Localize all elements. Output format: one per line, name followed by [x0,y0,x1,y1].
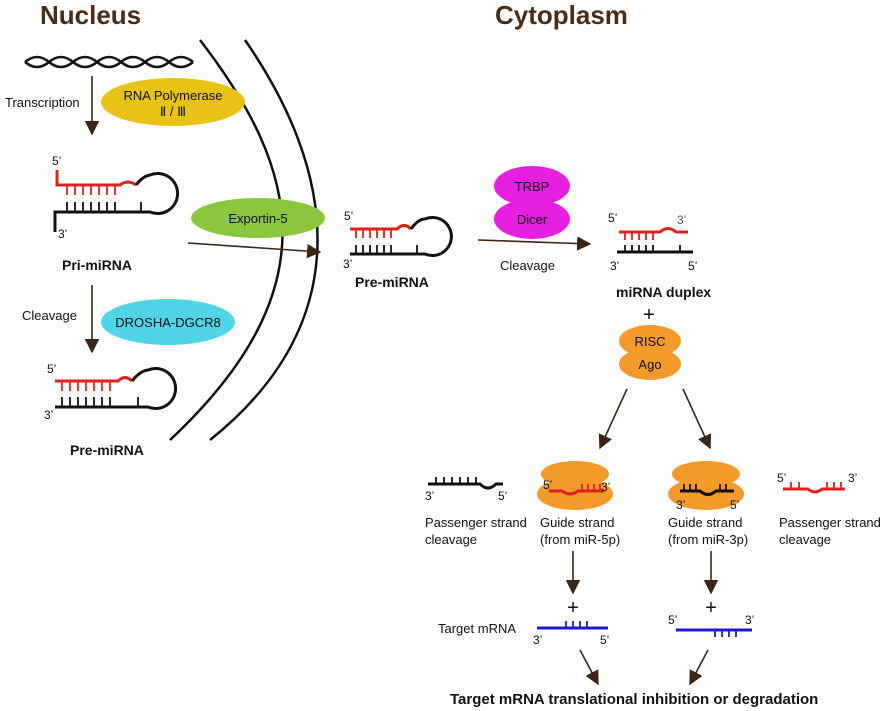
guide-5p-label-1: Guide strand [540,515,614,530]
cytoplasmic-pre-mirna-hairpin [350,216,453,257]
drosha-dgcr8-enzyme [101,299,235,345]
rna-polymerase-type-label: Ⅱ / Ⅲ [160,104,186,119]
rna-polymerase-enzyme [101,78,245,126]
risc-label: RISC [634,334,665,349]
drosha-dgcr8-label: DROSHA-DGCR8 [115,315,220,330]
nuclear-pre-mirna-5-end: 5’ [47,362,56,376]
target-3p-3-end: 3’ [745,613,754,627]
nuclear-export-arrow [187,242,322,259]
cytoplasm-title: Cytoplasm [495,0,628,30]
duplex-3-end-top: 3’ [677,213,686,227]
nuclear-pre-mirna-hairpin [55,367,178,410]
nuclear-membrane-outer [209,39,319,441]
passenger-left-5-end: 5’ [498,489,507,503]
cytoplasmic-pre-mirna-5-end: 5’ [344,209,353,223]
ago-protein [619,348,681,380]
nuclear-pre-mirna-3-end: 3’ [44,408,53,422]
passenger-strand-right [783,482,845,494]
target-mrna-3p [676,628,752,637]
guide-5p-3-end: 3’ [601,480,610,494]
rna-polymerase-label: RNA Polymerase [124,88,223,103]
target-mrna-5p [537,621,608,630]
nuclear-cleavage-label: Cleavage [22,308,77,323]
passenger-left-3-end: 3’ [425,489,434,503]
target-3p-5-end: 5’ [668,613,677,627]
risc-complex [619,325,681,357]
nucleus-title: Nucleus [40,0,141,30]
passenger-right-5-end: 5’ [777,471,786,485]
guide-5p-5-end: 5’ [543,478,552,492]
pri-mirna-3-end: 3’ [58,227,67,241]
guide-3p-label-1: Guide strand [668,515,742,530]
guide-strand-5p [549,484,604,496]
trbp-protein [494,166,570,206]
mirna-duplex [617,227,693,254]
pri-mirna-hairpin [53,170,180,232]
passenger-left-label-1: Passenger strand [425,515,527,530]
dna-helix [24,55,194,69]
dicer-cleavage-arrow [477,236,592,251]
passenger-left-label-2: cleavage [425,532,477,547]
trbp-label: TRBP [515,179,550,194]
guide-strand-3p [680,484,734,496]
target-5p-5-end: 5’ [600,633,609,647]
passenger-strand-left [428,477,503,490]
dicer-enzyme [494,199,570,239]
nuclear-pre-mirna-label: Pre-miRNA [70,442,144,458]
passenger-right-label-1: Passenger strand [779,515,881,530]
guide-3p-3-end: 3’ [676,498,685,512]
guide-3p-5-end: 5’ [730,498,739,512]
pri-mirna-5-end: 5’ [52,154,61,168]
final-arrow-left [579,649,599,686]
passenger-right-3-end: 3’ [848,471,857,485]
dicer-label: Dicer [517,212,548,227]
duplex-5-end-bottom: 5’ [688,259,697,273]
ago-label: Ago [638,357,661,372]
target-plus-5p: + [567,597,579,619]
target-mrna-label: Target mRNA [438,621,516,636]
dicer-cleavage-label: Cleavage [500,258,555,273]
branch-arrow-3p [682,388,712,450]
final-outcome-label: Target mRNA translational inhibition or … [450,691,818,708]
passenger-right-label-2: cleavage [779,532,831,547]
transcription-label: Transcription [5,95,80,110]
cytoplasmic-pre-mirna-label: Pre-miRNA [355,274,429,290]
cytoplasmic-pre-mirna-3-end: 3’ [343,257,352,271]
branch-arrow-5p [598,388,628,450]
duplex-plus-sign: + [643,304,655,326]
guide-3p-label-2: (from miR-3p) [668,532,748,547]
duplex-3-end-bottom: 3’ [610,259,619,273]
target-5p-3-end: 3’ [533,633,542,647]
pri-mirna-label: Pri-miRNA [62,257,132,273]
final-arrow-right [689,649,709,686]
duplex-5-end-top: 5’ [608,211,617,225]
exportin-5-transporter [191,198,325,238]
target-plus-3p: + [705,597,717,619]
exportin-5-label: Exportin-5 [228,211,287,226]
mirna-duplex-label: miRNA duplex [616,284,711,300]
guide-5p-label-2: (from miR-5p) [540,532,620,547]
